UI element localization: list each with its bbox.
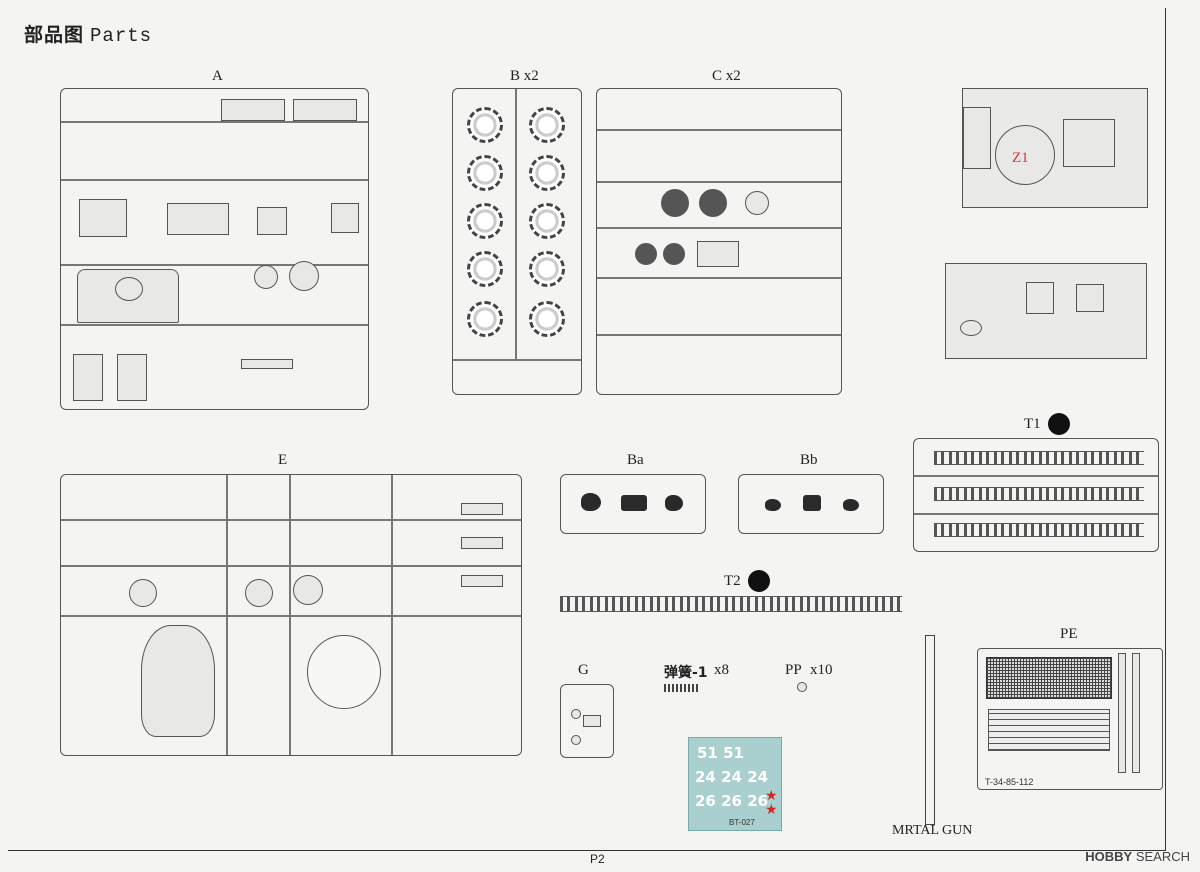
sprue-bb-label: Bb (800, 452, 818, 468)
decal-row-3: 26 26 26 (695, 792, 769, 810)
pe-code: T-34-85-112 (985, 777, 1034, 787)
sprue-a-label: A (212, 68, 223, 84)
sprue-t2-label: T2 (724, 573, 741, 589)
photo-etch-fret (977, 648, 1163, 790)
page-frame (8, 8, 1166, 851)
sprue-bb (738, 474, 884, 534)
sprue-a (60, 88, 369, 410)
pp-quantity: x10 (810, 662, 833, 678)
decal-code: BT-027 (729, 818, 755, 827)
watermark: HOBBY SEARCH (1085, 849, 1190, 864)
sprue-e (60, 474, 522, 756)
sprue-t1-label: T1 (1024, 416, 1041, 432)
pp-label: PP (785, 662, 802, 678)
page-title: 部品图 Parts (24, 20, 152, 47)
decal-row-1: 51 51 (697, 744, 744, 762)
metal-gun-label: MRTAL GUN (892, 823, 973, 838)
spring-label: 弹簧-1 (664, 665, 708, 681)
decal-sheet: 51 51 24 24 24 26 26 26 ★ ★ BT-027 (688, 737, 782, 831)
sprue-g (560, 684, 614, 758)
sprue-c-label: C x2 (712, 68, 741, 84)
decal-row-2: 24 24 24 (695, 768, 769, 786)
black-dot-marker-t1 (1048, 413, 1070, 435)
spring-quantity: x8 (714, 662, 729, 678)
sprue-e-label: E (278, 452, 288, 468)
title-chinese: 部品图 (24, 24, 85, 46)
track-links-strip (560, 596, 902, 612)
black-dot-marker-t2 (748, 570, 770, 592)
lower-hull-part (945, 263, 1147, 359)
pp-part (797, 682, 807, 692)
watermark-rest: SEARCH (1135, 849, 1190, 864)
sprue-g-label: G (578, 662, 589, 678)
upper-hull-part (962, 88, 1148, 208)
sprue-t1 (913, 438, 1159, 552)
sprue-ba (560, 474, 706, 534)
red-star-icon: ★ (765, 789, 778, 804)
pe-label: PE (1060, 626, 1078, 642)
spring-part (664, 684, 698, 692)
red-star-icon: ★ (765, 803, 778, 818)
sprue-b-label: B x2 (510, 68, 539, 84)
sprue-c (596, 88, 842, 395)
z1-label: Z1 (1012, 150, 1029, 166)
title-english: Parts (90, 25, 153, 47)
metal-gun-barrel (925, 635, 935, 825)
watermark-brand: HOBBY (1085, 849, 1133, 864)
sprue-ba-label: Ba (627, 452, 644, 468)
page-number: P2 (590, 852, 605, 866)
sprue-b (452, 88, 582, 395)
